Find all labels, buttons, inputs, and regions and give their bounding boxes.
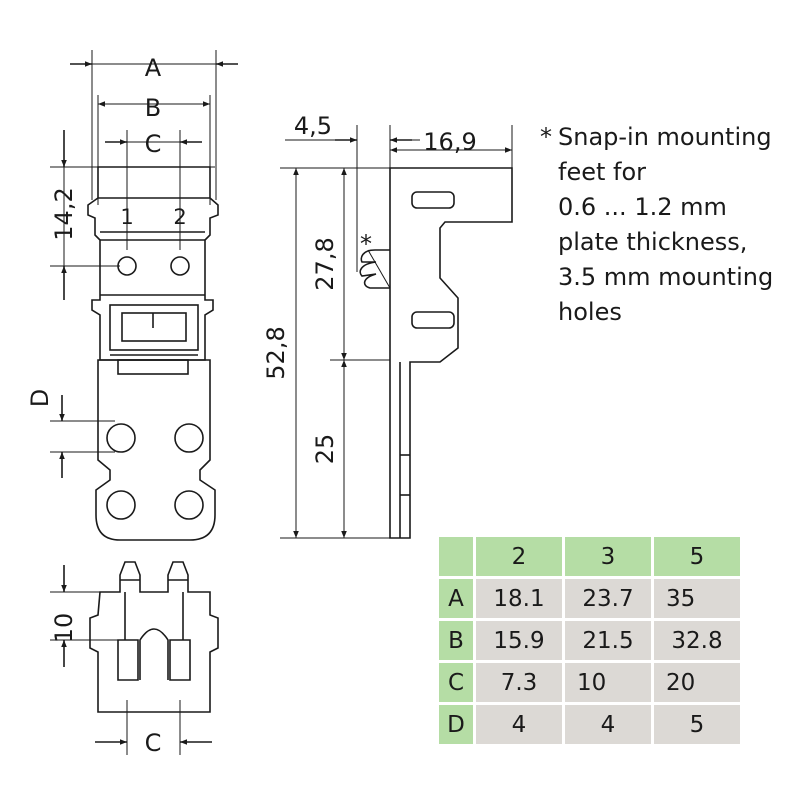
side-body-outline bbox=[389, 167, 513, 539]
dim-total-height-label: 52,8 bbox=[262, 326, 290, 379]
dim-height-label: 14,2 bbox=[50, 187, 78, 240]
top-view bbox=[50, 50, 238, 541]
table-cell: 35 bbox=[654, 579, 740, 618]
table-corner bbox=[439, 537, 473, 576]
dim-c-label: C bbox=[145, 130, 162, 158]
table-row: A 18.1 23.7 35 bbox=[439, 579, 740, 618]
dim-width-label: 16,9 bbox=[423, 128, 476, 156]
dim-d-label: D bbox=[26, 389, 54, 407]
table-row: C 7.3 10 20 bbox=[439, 663, 740, 702]
table-cell: 23.7 bbox=[565, 579, 651, 618]
front-body-outline bbox=[89, 561, 219, 713]
table-header-cell: 2 bbox=[476, 537, 562, 576]
table-row-label: A bbox=[439, 579, 473, 618]
dim-a-label: A bbox=[145, 54, 162, 82]
snap-in-note: *Snap-in mounting feet for 0.6 ... 1.2 m… bbox=[540, 120, 790, 330]
note-line-3: 0.6 ... 1.2 mm bbox=[558, 193, 727, 221]
dim-b-label: B bbox=[145, 94, 161, 122]
table-cell: 10 bbox=[565, 663, 651, 702]
mounting-hole-3 bbox=[106, 490, 136, 520]
mounting-plate-outline bbox=[95, 359, 216, 541]
table-row: B 15.9 21.5 32.8 bbox=[439, 621, 740, 660]
note-line-4: plate thickness, bbox=[558, 228, 748, 256]
table-header-row: 2 3 5 bbox=[439, 537, 740, 576]
pin-1-label: 1 bbox=[120, 205, 133, 229]
pin-hole-2 bbox=[170, 256, 190, 276]
dim-front-c-label: C bbox=[145, 729, 162, 757]
mounting-hole-1 bbox=[106, 423, 136, 453]
table-header-cell: 3 bbox=[565, 537, 651, 576]
dim-offset-label: 4,5 bbox=[294, 112, 332, 140]
snap-in-foot-icon bbox=[359, 249, 390, 289]
note-line-1: Snap-in mounting bbox=[558, 123, 772, 151]
note-line-6: holes bbox=[558, 298, 622, 326]
table-cell: 4 bbox=[565, 705, 651, 744]
table-cell: 15.9 bbox=[476, 621, 562, 660]
table-cell: 21.5 bbox=[565, 621, 651, 660]
table-cell: 20 bbox=[654, 663, 740, 702]
side-slot-lower bbox=[411, 311, 455, 329]
pin-2-label: 2 bbox=[173, 205, 186, 229]
pin-hole-1 bbox=[117, 256, 137, 276]
table-cell: 32.8 bbox=[654, 621, 740, 660]
table-row-label: B bbox=[439, 621, 473, 660]
table-cell: 7.3 bbox=[476, 663, 562, 702]
dim-front-height-label: 10 bbox=[50, 613, 78, 644]
table-cell: 4 bbox=[476, 705, 562, 744]
note-line-2: feet for bbox=[558, 158, 647, 186]
table-row-label: C bbox=[439, 663, 473, 702]
front-view bbox=[50, 561, 219, 755]
side-slot-upper bbox=[411, 191, 455, 209]
note-line-5: 3.5 mm mounting bbox=[558, 263, 774, 291]
table-cell: 5 bbox=[654, 705, 740, 744]
mounting-hole-4 bbox=[174, 490, 204, 520]
front-center-notch bbox=[139, 628, 169, 680]
table-row: D 4 4 5 bbox=[439, 705, 740, 744]
table-cell: 18.1 bbox=[476, 579, 562, 618]
note-asterisk: * bbox=[540, 123, 552, 151]
mounting-hole-2 bbox=[174, 423, 204, 453]
dim-upper-height-label: 27,8 bbox=[311, 237, 339, 290]
table-row-label: D bbox=[439, 705, 473, 744]
dimension-table: 2 3 5 A 18.1 23.7 35 B 15.9 21.5 32.8 C … bbox=[436, 534, 743, 747]
dim-lower-height-label: 25 bbox=[311, 434, 339, 465]
snap-in-asterisk: * bbox=[360, 230, 372, 258]
table-header-cell: 5 bbox=[654, 537, 740, 576]
side-view bbox=[280, 125, 513, 539]
